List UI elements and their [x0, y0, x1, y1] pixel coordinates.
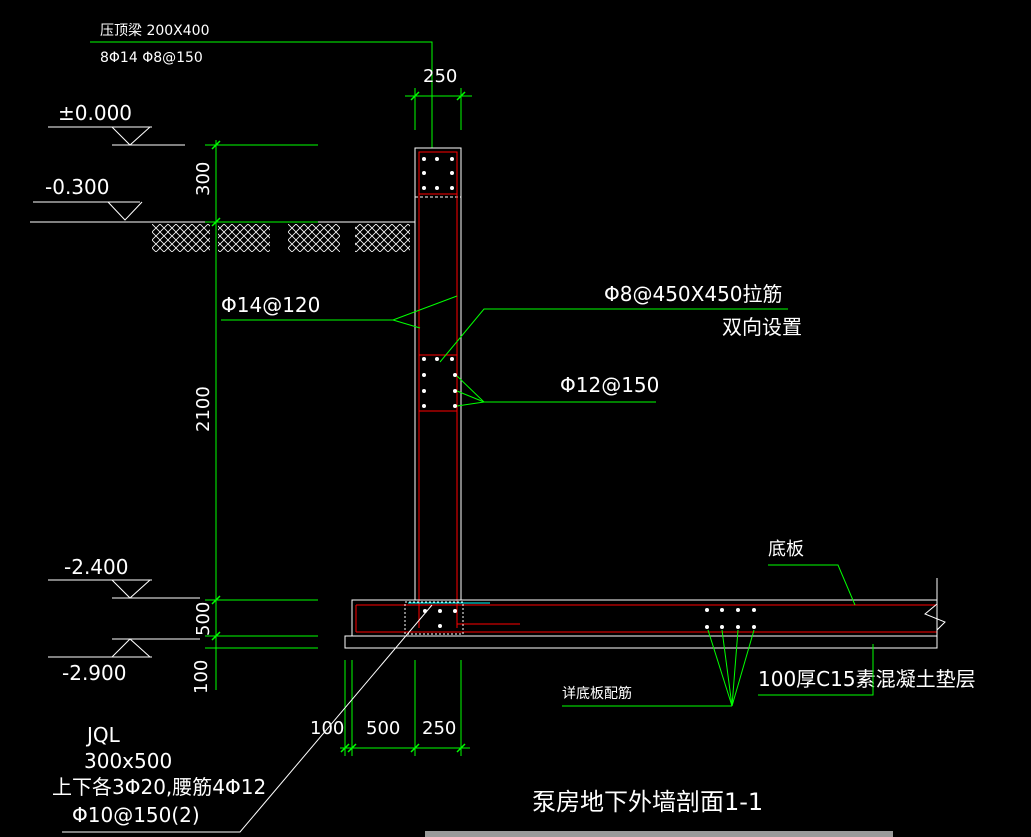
rebar-dot [438, 624, 442, 628]
rebar-dot [453, 404, 457, 408]
rebar-dot [752, 625, 756, 629]
rebar-dot [450, 157, 454, 161]
rebar-dot [438, 609, 442, 613]
tie-callout: Φ8@450X450拉筋 双向设置 [439, 282, 802, 363]
elevation-marker-2: -2.400 [48, 555, 200, 599]
rebar-dot [720, 625, 724, 629]
rebar-dot [720, 608, 724, 612]
rebar-dot [453, 373, 457, 377]
top-beam-label: 压顶梁 200X400 [100, 23, 209, 39]
dim-500-text: 500 [193, 602, 214, 636]
dim-bottom-chain: 100 500 250 [310, 660, 470, 756]
rebar-dot [450, 357, 454, 361]
rebar-dot [450, 186, 454, 190]
status-strip [425, 831, 893, 837]
rebar-dot [422, 373, 426, 377]
rebar-dot [435, 157, 439, 161]
top-beam-leader [90, 41, 433, 148]
elevation-marker-3: -2.900 [48, 638, 200, 685]
rebar-dot [752, 608, 756, 612]
rebar-dot [422, 357, 426, 361]
ground [30, 221, 415, 252]
slab-rebar-label: 详底板配筋 [562, 685, 632, 702]
rebar-dot [705, 625, 709, 629]
jql-stirrup: Φ10@150(2) [72, 803, 200, 827]
tie-note: 双向设置 [722, 315, 802, 339]
elevation-marker-0: ±0.000 [48, 101, 185, 146]
jql-callout: JQL 300x500 上下各3Φ20,腰筋4Φ12 Φ10@150(2) [52, 604, 433, 833]
rebar-dot [422, 157, 426, 161]
dim-wall-thickness-text: 250 [423, 66, 457, 87]
top-beam-callout: 压顶梁 200X400 8Φ14 Φ8@150 [90, 23, 433, 148]
slab-label: 底板 [768, 539, 804, 560]
jql-size: 300x500 [84, 749, 172, 773]
rebar-dot [450, 171, 454, 175]
cushion-label: 100厚C15素混凝土垫层 [758, 667, 976, 691]
elevation-marker-1: -0.300 [33, 175, 143, 221]
column-rebar-label: Φ12@150 [560, 373, 659, 397]
wall [414, 147, 462, 628]
rebar-dot [453, 609, 457, 613]
dim-2100-text: 2100 [193, 386, 214, 432]
base-slab [344, 578, 946, 649]
dim-b500-text: 500 [366, 718, 400, 739]
tie-label: Φ8@450X450拉筋 [604, 282, 783, 306]
column-rebar-callout: Φ12@150 [456, 373, 659, 407]
dim-vertical-chain: 300 2100 500 100 [191, 140, 318, 694]
rebar-dot [422, 389, 426, 393]
wall-rebar-label: Φ14@120 [221, 293, 320, 317]
rebar-dot [435, 357, 439, 361]
top-beam-rebar: 8Φ14 Φ8@150 [100, 50, 203, 66]
rebar-dot [435, 186, 439, 190]
elevation-e3: -2.900 [62, 661, 126, 685]
dim-100-text: 100 [191, 660, 212, 694]
slab-rebar-callout: 详底板配筋 [562, 629, 755, 707]
elevation-e2: -2.400 [64, 555, 128, 579]
rebar-dots [422, 157, 756, 629]
wall-rebar-callout: Φ14@120 [221, 293, 458, 329]
rebar-dot [422, 404, 426, 408]
elevation-e0: ±0.000 [58, 101, 132, 125]
rebar-dot [736, 625, 740, 629]
jql-main: 上下各3Φ20,腰筋4Φ12 [52, 775, 266, 799]
elevation-e1: -0.300 [45, 175, 109, 199]
rebar-dot [736, 608, 740, 612]
jql-name: JQL [85, 723, 121, 747]
rebar-dot [453, 389, 457, 393]
slab-callout: 底板 [768, 539, 856, 606]
dim-wall-thickness: 250 [405, 66, 472, 130]
cushion-callout: 100厚C15素混凝土垫层 [758, 644, 976, 696]
rebar-dot [422, 186, 426, 190]
rebar-dot [705, 608, 709, 612]
rebar-dot [422, 171, 426, 175]
drawing-title: 泵房地下外墙剖面1-1 [532, 788, 763, 816]
dim-300-text: 300 [193, 162, 214, 196]
dim-b250-text: 250 [422, 718, 456, 739]
